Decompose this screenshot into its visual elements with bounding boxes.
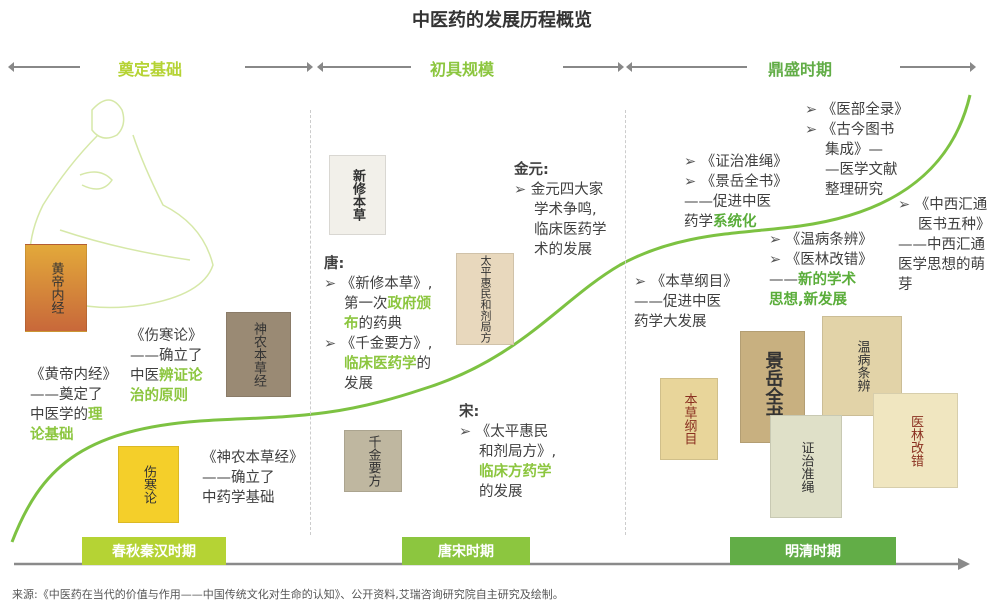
book-huangdi-neijing: 黄帝内经 <box>25 244 87 332</box>
text-bencao: 《本草纲目》 ——促进中医 药学大发展 <box>634 272 738 332</box>
text-line: ——确立了 <box>130 348 203 364</box>
arrow-left <box>626 62 747 72</box>
arrow-left <box>8 62 80 72</box>
highlight: 治的原则 <box>130 388 188 404</box>
highlight: 政府颁 <box>387 296 432 312</box>
text-line: 中药学基础 <box>202 490 275 506</box>
book-shennong-bencaojing: 神农本草经 <box>226 312 291 397</box>
text-line: 中医 <box>130 368 159 384</box>
dynasty-label: 宋: <box>459 404 480 420</box>
highlight: 理 <box>88 407 103 423</box>
book-taiping-huimin: 太平惠民和剂局方 <box>456 253 514 345</box>
text-line: 的药典 <box>358 316 403 332</box>
text-zhongxi: 《中西汇通 医书五种》 ——中西汇通 医学思想的萌 芽 <box>898 195 991 295</box>
text-line: 《中西汇通 <box>898 195 991 215</box>
highlight: 辨证论 <box>159 368 203 384</box>
text-line: 《古今图书 <box>805 120 909 140</box>
text-line: 《医林改错》 <box>769 250 873 270</box>
text-line: 医书五种》 <box>918 217 991 233</box>
text-huangdi: 《黄帝内经》 ——奠定了 中医学的理 论基础 <box>30 365 117 445</box>
text-line: ——中西汇通 <box>898 237 985 253</box>
text-line: 学术争鸣, <box>534 202 597 218</box>
text-line: 的发展 <box>479 484 523 500</box>
text-song: 宋: 《太平惠民 和剂局方》, 临床方药学 的发展 <box>459 402 556 502</box>
text-line: —医学文献 <box>825 162 898 178</box>
text-line: 药学 <box>684 214 713 230</box>
text-line: 整理研究 <box>825 182 883 198</box>
text-line: 医学思想的萌 <box>898 257 985 273</box>
arrow-right <box>563 62 624 72</box>
text-line: ——促进中医 <box>634 294 721 310</box>
highlight: 论基础 <box>30 427 74 443</box>
highlight: 临床方药学 <box>479 464 552 480</box>
text-jinyuan: 金元: 金元四大家 学术争鸣, 临床医药学 术的发展 <box>514 160 607 260</box>
book-shanghanlun: 伤寒论 <box>118 446 179 523</box>
text-line: ——奠定了 <box>30 387 103 403</box>
era-initial-scale: 初具规模 <box>430 60 495 79</box>
divider <box>625 110 626 535</box>
scholar-sketch-icon <box>28 99 214 309</box>
text-line: 术的发展 <box>534 242 592 258</box>
text-line: ——促进中医 <box>684 194 771 210</box>
text-line: 中医学的 <box>30 407 88 423</box>
text-line: 临床医药学 <box>534 222 607 238</box>
text-line: 药学大发展 <box>634 314 707 330</box>
text-yibu: 《医部全录》 《古今图书 集成》— —医学文献 整理研究 <box>805 100 909 200</box>
text-line: 《黄帝内经》 <box>30 367 117 383</box>
text-shennong: 《神农本草经》 ——确立了 中药学基础 <box>202 448 304 508</box>
arrow-right <box>900 62 976 72</box>
text-line: 芽 <box>898 277 913 293</box>
period-ming-qing: 明清时期 <box>730 537 896 565</box>
text-zhengzhi: 《证治准绳》 《景岳全书》 ——促进中医 药学系统化 <box>684 152 788 232</box>
text-line: 《新修本草》, <box>324 274 433 294</box>
book-yilin-gaicuo: 医林改错 <box>873 393 958 488</box>
era-peak: 鼎盛时期 <box>768 60 833 79</box>
period-chunqiu-qinhan: 春秋秦汉时期 <box>82 537 226 565</box>
text-wenbing: 《温病条辨》 《医林改错》 ——新的学术 思想,新发展 <box>769 230 873 310</box>
arrow-left <box>317 62 411 72</box>
highlight: 思想,新发展 <box>769 292 848 308</box>
highlight: 布 <box>344 316 359 332</box>
book-qianjin-yaofang: 千金要方 <box>344 430 402 492</box>
arrow-right <box>245 62 313 72</box>
text-line: ——确立了 <box>202 470 275 486</box>
highlight: 临床医药学 <box>344 356 417 372</box>
dynasty-label: 金元: <box>514 162 549 178</box>
book-zhengzhi-zhunsheng: 证治准绳 <box>770 415 842 518</box>
text-line: 《证治准绳》 <box>684 152 788 172</box>
dynasty-label: 唐: <box>324 256 345 272</box>
highlight: 系统化 <box>713 214 757 230</box>
text-line: 发展 <box>344 376 373 392</box>
source-note: 来源:《中医药在当代的价值与作用——中国传统文化对生命的认知》、公开资料,艾瑞咨… <box>12 588 564 601</box>
period-tang-song: 唐宋时期 <box>402 537 530 565</box>
text-shanghan: 《伤寒论》 ——确立了 中医辨证论 治的原则 <box>130 326 203 406</box>
highlight: 新的学术 <box>798 272 856 288</box>
text-line: 《千金要方》, <box>324 334 433 354</box>
text-line: —— <box>769 272 798 288</box>
page-title: 中医药的发展历程概览 <box>412 10 592 31</box>
text-line: 金元四大家 <box>514 180 607 200</box>
text-line: 《温病条辨》 <box>769 230 873 250</box>
text-line: 《本草纲目》 <box>634 272 738 292</box>
text-line: 《伤寒论》 <box>130 328 203 344</box>
text-line: 《太平惠民 <box>459 422 556 442</box>
text-line: 《景岳全书》 <box>684 172 788 192</box>
text-line: 集成》— <box>825 142 883 158</box>
text-line: 《医部全录》 <box>805 100 909 120</box>
book-bencao-gangmu: 本草纲目 <box>660 378 718 460</box>
era-foundation: 奠定基础 <box>118 60 183 79</box>
text-line: 的 <box>416 356 432 372</box>
text-line: 《神农本草经》 <box>202 450 304 466</box>
book-xinxiu-bencao: 新修本草 <box>329 155 386 235</box>
divider <box>310 110 311 535</box>
text-line: 和剂局方》, <box>479 444 557 460</box>
text-line: 第一次 <box>344 296 388 312</box>
text-tang: 唐: 《新修本草》, 第一次政府颁 布的药典 《千金要方》, 临床医药学的 发展 <box>324 254 432 394</box>
